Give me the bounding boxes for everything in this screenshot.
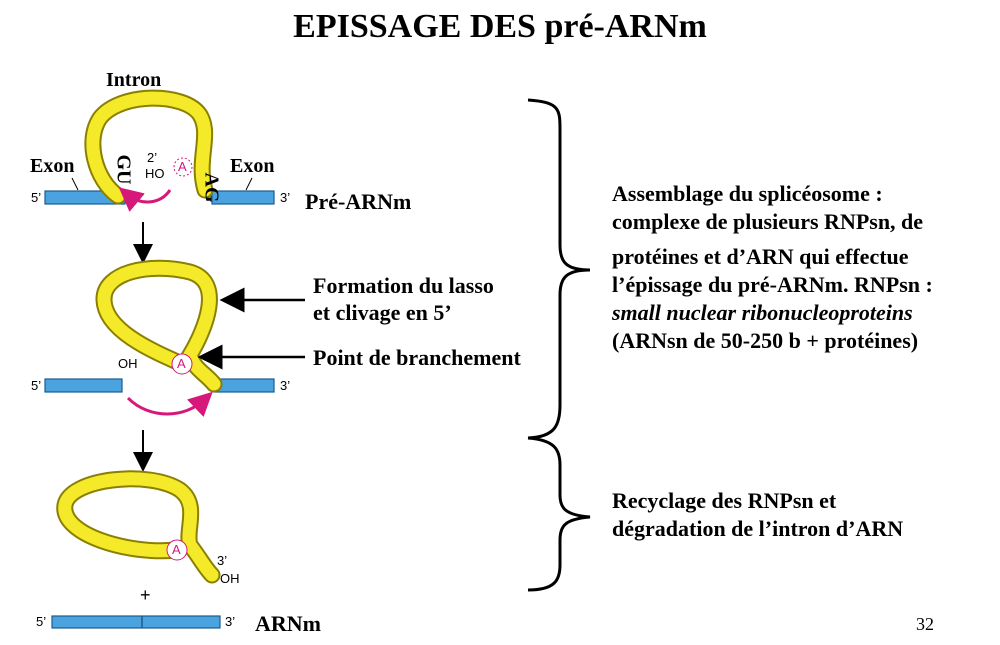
- slide-title: EPISSAGE DES pré-ARNm: [293, 8, 707, 45]
- exon-left-2: [44, 378, 123, 393]
- desc-block1-line1: Assemblage du splicéosome :: [612, 181, 883, 206]
- ag-label: AG: [200, 172, 223, 203]
- branch-a-1: [173, 157, 193, 177]
- five-prime-1: 5’: [31, 190, 42, 205]
- a-label-1: A: [178, 159, 187, 174]
- page-number: 32: [916, 614, 934, 634]
- desc-block1-line5: small nuclear ribonucleoproteins: [612, 300, 913, 325]
- brace-bottom: [527, 436, 591, 592]
- exon-left-label: Exon: [30, 155, 75, 177]
- gu-label: GU: [112, 154, 135, 185]
- ho-label: HO: [145, 166, 165, 181]
- lasso-label-line1: Formation du lasso: [313, 273, 494, 298]
- desc-block2-line2: dégradation de l’intron d’ARN: [612, 516, 904, 541]
- mrna-bar: [51, 615, 221, 629]
- a-label-2: A: [177, 356, 186, 371]
- stage2-lasso: [44, 259, 275, 417]
- desc-block1-line2: complexe de plusieurs RNPsn, de: [612, 209, 924, 234]
- stage1-pre-mrna: [44, 89, 275, 212]
- five-prime-2: 5’: [31, 378, 42, 393]
- arnm-label: ARNm: [255, 611, 321, 636]
- exon-right-2: [213, 378, 275, 393]
- three-prime-1: 3’: [280, 190, 291, 205]
- oh-label-3: OH: [220, 571, 240, 586]
- exon-right-label: Exon: [230, 155, 275, 177]
- oh-arrow-2: [126, 391, 213, 417]
- exon-right-1: [211, 190, 275, 205]
- three-prime-3: 3’: [217, 553, 228, 568]
- desc-block1-line3: protéines et d’ARN qui effectue: [612, 244, 909, 269]
- three-prime-4: 3’: [225, 614, 236, 629]
- mature-mrna: [51, 615, 221, 629]
- intron-label: Intron: [106, 69, 162, 91]
- three-prime-2: 3’: [280, 378, 291, 393]
- brace-top: [527, 98, 591, 440]
- branch-point-label: Point de branchement: [313, 345, 521, 370]
- ho-arrow-1: [118, 187, 172, 212]
- two-prime-label: 2’: [147, 150, 158, 165]
- plus-sign: +: [140, 585, 151, 605]
- oh-label-2: OH: [118, 356, 138, 371]
- desc-block2-line1: Recyclage des RNPsn et: [612, 488, 837, 513]
- a-label-3: A: [172, 542, 181, 557]
- branch-a-3: [166, 539, 188, 561]
- stage3-lariat: [56, 470, 221, 584]
- lasso-label-line2: et clivage en 5’: [313, 300, 452, 325]
- five-prime-4: 5’: [36, 614, 47, 629]
- desc-block1-line6: (ARNsn de 50-250 b + protéines): [612, 328, 919, 353]
- branch-a-2: [171, 353, 193, 375]
- pre-arnm-label: Pré-ARNm: [305, 189, 412, 214]
- desc-block1-line4: l’épissage du pré-ARNm. RNPsn :: [612, 272, 933, 297]
